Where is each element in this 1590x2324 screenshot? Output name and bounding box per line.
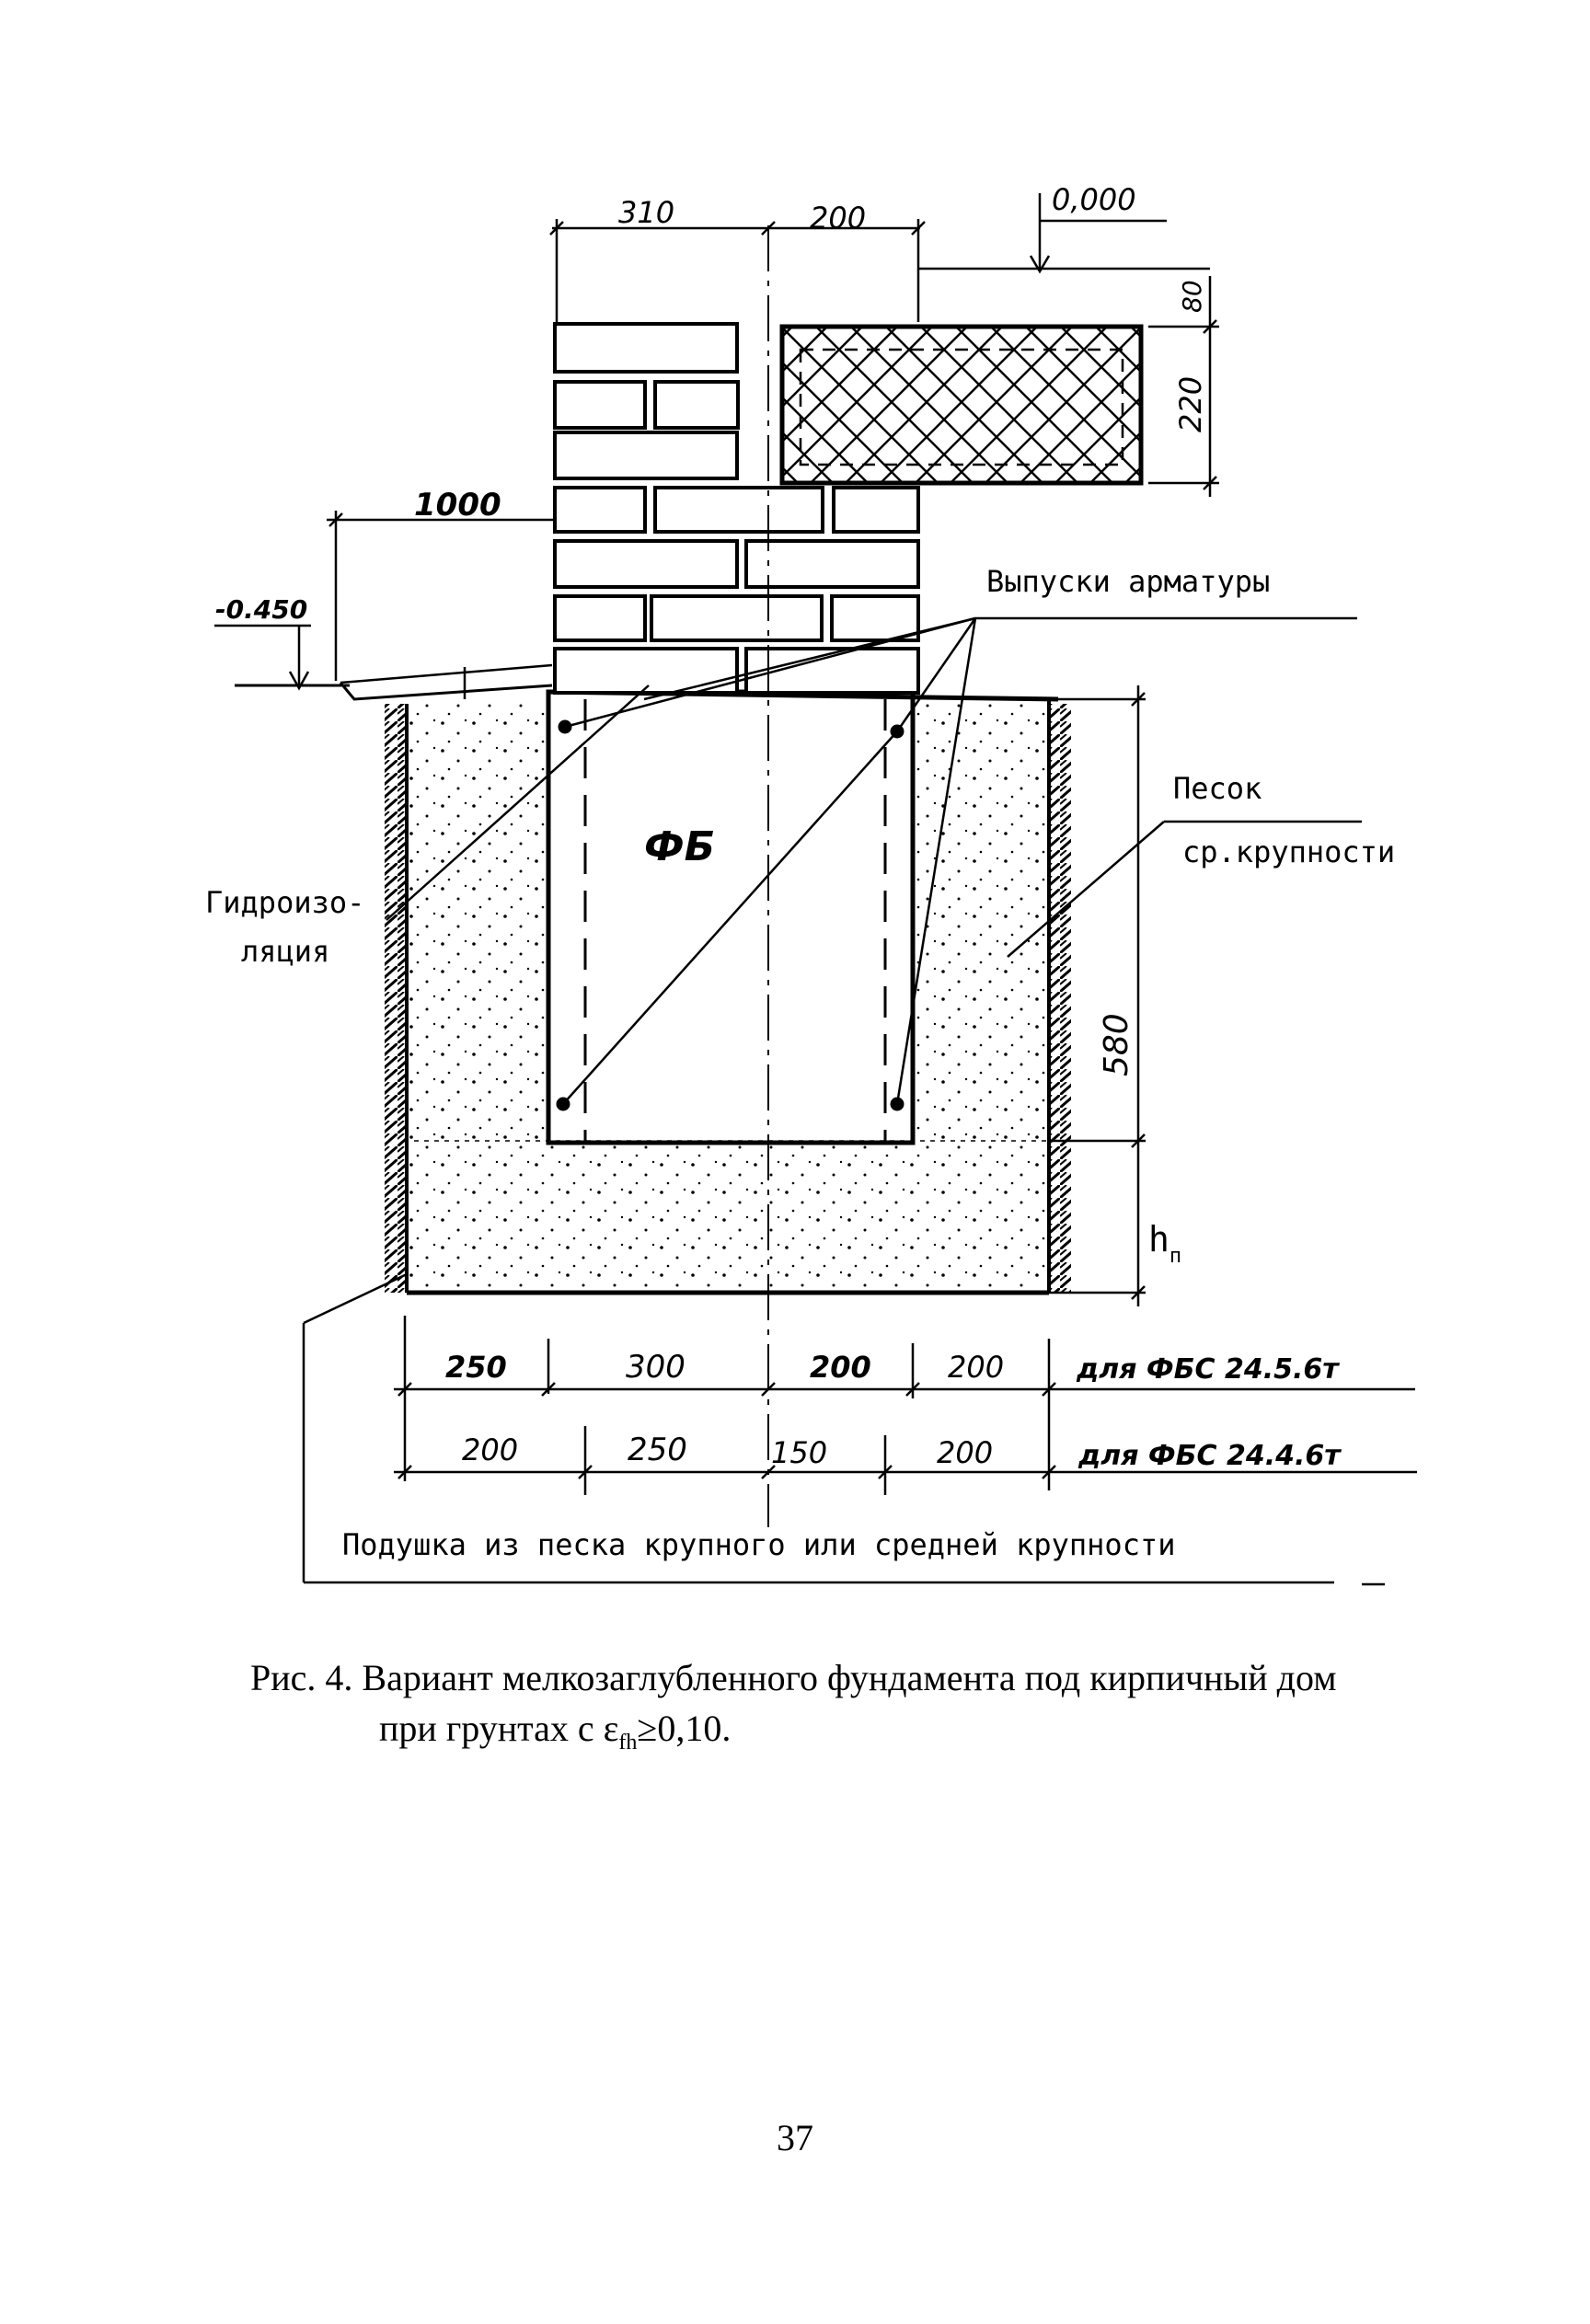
right-dimensions [1049, 685, 1146, 1306]
floor-slab [779, 324, 1144, 486]
dim-row1-d: 200 [948, 1350, 1004, 1385]
dim-row1-b: 300 [626, 1349, 686, 1386]
left-dimensions [214, 511, 555, 699]
dim-220: 220 [1173, 376, 1208, 432]
brick-wall [553, 322, 920, 695]
dim-580: 580 [1098, 1013, 1135, 1076]
page-number: 37 [777, 2117, 813, 2158]
sand-label-2: ср.крупности [1182, 834, 1395, 869]
sand-label: Песок [1173, 771, 1262, 806]
caption-suffix: ≥0,10. [637, 1708, 732, 1749]
dim-310: 310 [618, 195, 674, 230]
block-label: ФБ [644, 823, 715, 870]
caption-prefix: при грунтах с ε [379, 1708, 619, 1749]
waterproofing-label: Гидроизо- [205, 885, 364, 920]
caption-line-2: при грунтах с εfh≥0,10. [379, 1707, 731, 1755]
dim-80: 80 [1177, 280, 1207, 313]
sand-fill [405, 692, 1049, 1297]
level-top: 0,000 [1052, 182, 1136, 217]
leader-lines [302, 616, 1385, 1586]
dim-200-top: 200 [810, 201, 866, 236]
rebar-outlets-label: Выпуски арматуры [986, 564, 1270, 599]
dim-row2-b: 250 [628, 1432, 687, 1468]
dim-hn: hп [1148, 1219, 1181, 1268]
dim-1000: 1000 [414, 487, 501, 523]
dim-row2-c: 150 [771, 1435, 827, 1470]
level-ground: -0.450 [215, 594, 307, 625]
top-dimensions [549, 193, 1219, 497]
dim-row1-a: 250 [445, 1350, 507, 1385]
dim-row2-d: 200 [937, 1435, 993, 1470]
dim-row1-c: 200 [810, 1350, 871, 1385]
dim-row1-label: для ФБС 24.5.6т [1076, 1353, 1340, 1386]
caption-subscript: fh [618, 1731, 638, 1755]
dim-row2-label: для ФБС 24.4.6т [1077, 1440, 1342, 1472]
trench-outline [405, 697, 1051, 1295]
soil-hatch [385, 704, 1071, 1293]
bottom-dimensions [394, 1316, 1417, 1495]
caption-line-1: Рис. 4. Вариант мелкозаглубленного фунда… [250, 1657, 1337, 1698]
cushion-label: Подушка из песка крупного или средней кр… [342, 1527, 1175, 1562]
dim-row2-a: 200 [462, 1432, 518, 1467]
waterproofing-label-2: ляция [241, 934, 329, 969]
